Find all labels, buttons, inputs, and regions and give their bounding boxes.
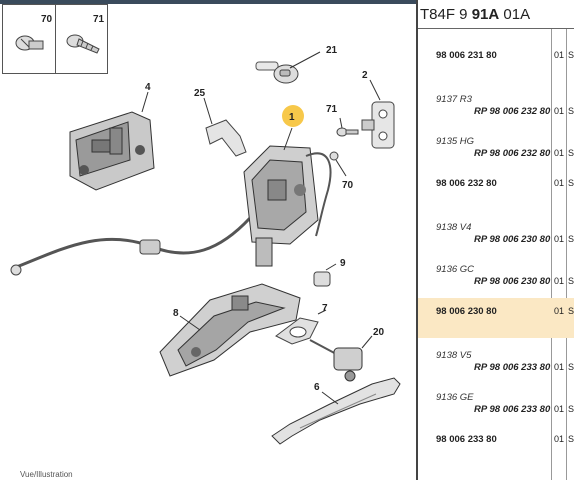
cable-end: [10, 264, 22, 276]
callout-8: 7: [322, 303, 328, 314]
callout-21: 21: [326, 45, 338, 56]
thumb-label-71: 71: [93, 14, 105, 25]
reference-flag: S: [568, 362, 574, 372]
screw-70-icon: [15, 35, 44, 51]
callout-1: 1: [289, 112, 295, 123]
callout-70: 70: [342, 180, 354, 191]
callout-71: 71: [326, 104, 338, 115]
key-part-21: [255, 61, 299, 84]
highlighted-row: [418, 298, 574, 338]
header-prefix: T84F 9: [420, 6, 472, 23]
column-rule-qty: [551, 29, 552, 480]
grommet-part-9: [313, 271, 331, 287]
reference-qty: 01: [554, 148, 565, 158]
top-bar: [0, 0, 416, 4]
cylinder-part-20: [309, 339, 363, 382]
callout-2: 2: [362, 70, 368, 81]
reference-flag: S: [568, 306, 574, 316]
header-suffix: 01A: [499, 6, 531, 23]
exterior-handle-part-6: [271, 377, 401, 445]
handle-bracket-part-7: [159, 283, 301, 377]
screw-71-icon: [66, 34, 100, 54]
callout-7: 8: [173, 308, 179, 319]
reference-qty: 01: [554, 234, 565, 244]
thumbnail-divider: [55, 5, 56, 73]
seal-part-25: [205, 119, 247, 157]
column-rule-code: [566, 29, 567, 480]
reference-qty: 01: [554, 306, 565, 316]
reference-flag: S: [568, 404, 574, 414]
callout-9: 9: [340, 258, 346, 269]
reference-rp: RP 98 006 233 80: [474, 404, 551, 415]
reference-rp: RP 98 006 232 80: [474, 148, 551, 159]
reference-flag: S: [568, 234, 574, 244]
reference-flag: S: [568, 106, 574, 116]
callout-25: 25: [194, 88, 206, 99]
reference-var: 9137 R3: [436, 94, 472, 105]
bracket-part-2: [361, 101, 395, 149]
reference-var: 9136 GC: [436, 264, 475, 275]
reference-var: 9138 V4: [436, 222, 472, 233]
control-cable: [13, 216, 252, 270]
reference-flag: S: [568, 178, 574, 188]
reference-header: T84F 9 91A 01A: [418, 0, 574, 28]
lock-mechanism-part-4: [69, 111, 155, 191]
screw-70-diagram: [329, 151, 339, 161]
reference-var: 9135 HG: [436, 136, 475, 147]
reference-rp: RP 98 006 232 80: [474, 106, 551, 117]
reference-rp: RP 98 006 230 80: [474, 234, 551, 245]
callout-6: 6: [314, 382, 320, 393]
callout-20: 20: [373, 327, 385, 338]
panel-divider: [416, 0, 418, 480]
reference-qty: 01: [554, 362, 565, 372]
latch-rod: [305, 152, 332, 237]
reference-qty: 01: [554, 276, 565, 286]
reference-qty: 01: [554, 178, 565, 188]
reference-flag: S: [568, 276, 574, 286]
reference-qty: 01: [554, 50, 565, 60]
reference-code: 98 006 230 80: [436, 306, 497, 317]
reference-flag: S: [568, 50, 574, 60]
gasket-part-8: [275, 317, 319, 345]
header-bold: 91A: [471, 6, 500, 23]
reference-flag: S: [568, 148, 574, 158]
screw-71-diagram: [336, 127, 359, 137]
reference-rp: RP 98 006 230 80: [474, 276, 551, 287]
reference-var: 9138 V5: [436, 350, 472, 361]
cable-clip: [139, 239, 161, 255]
reference-code: 98 006 231 80: [436, 50, 497, 61]
diagram-canvas: 21 2 71 70 4: [10, 45, 401, 445]
reference-qty: 01: [554, 106, 565, 116]
callout-4: 4: [145, 82, 151, 93]
reference-rp: RP 98 006 233 80: [474, 362, 551, 373]
thumb-label-70: 70: [41, 14, 53, 25]
reference-qty: 01: [554, 434, 565, 444]
header-rule: [418, 28, 574, 29]
reference-title: T84F 9 91A 01A: [420, 6, 530, 23]
reference-code: 98 006 232 80: [436, 178, 497, 189]
reference-qty: 01: [554, 404, 565, 414]
reference-var: 9136 GE: [436, 392, 474, 403]
parts-diagram: 70 71 21: [0, 0, 416, 480]
diagram-footer: Vue/Illustration: [20, 470, 73, 479]
latch-part-1: [243, 145, 319, 267]
reference-code: 98 006 233 80: [436, 434, 497, 445]
fastener-thumbnails: 70 71: [2, 4, 108, 74]
callout-1-highlight: [282, 105, 304, 127]
reference-flag: S: [568, 434, 574, 444]
